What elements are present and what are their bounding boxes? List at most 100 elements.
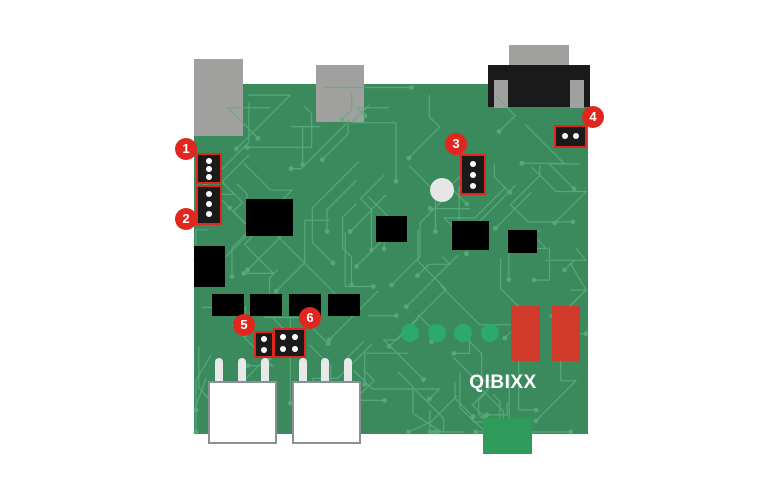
green-terminal-block [483,418,532,454]
jumper-2 [196,185,222,225]
jumper-1 [196,153,222,184]
jumper-3 [460,154,486,195]
trace-via [492,225,498,231]
trace-via [386,344,392,349]
marker-badge-3: 3 [445,133,467,155]
circuit-trace [521,124,566,164]
circuit-trace [247,105,313,148]
chip-main [246,199,293,236]
circuit-trace [236,94,292,150]
circuit-trace [547,163,580,190]
circuit-trace [486,402,508,416]
trace-via [349,282,354,288]
circuit-trace [326,179,358,232]
circuit-trace [370,194,387,251]
trace-via [347,229,353,234]
db-connector-leg-right-overlay [570,80,584,108]
circuit-trace [226,107,270,139]
trace-via [229,274,235,279]
top-left-connector-overlay [194,59,243,136]
circuit-trace [355,107,389,117]
circuit-trace [275,219,330,292]
trace-via [339,117,345,122]
brand-label: QIBIXX [469,372,537,393]
trace-via [330,260,336,266]
trace-via [406,429,411,435]
circuit-trace [531,166,588,224]
marker-badge-6: 6 [299,307,321,329]
circuit-trace [195,354,212,411]
trace-via [193,407,199,413]
jumper-4 [554,125,587,148]
trace-via [451,351,457,356]
trace-via [354,264,360,269]
trace-via [435,429,440,435]
circuit-trace [364,352,409,385]
trace-via [533,418,539,424]
chip-right-1 [452,221,489,250]
trace-via [393,178,399,184]
trace-via [287,400,293,406]
trace-via [362,113,368,119]
circuit-trace [535,359,578,422]
trace-via [369,247,374,253]
circuit-trace [357,369,375,398]
circuit-trace [342,203,357,285]
circuit-trace [344,232,374,288]
trace-via [464,251,469,257]
circuit-trace [440,285,523,326]
chip-row-1 [212,294,244,316]
trace-via [427,396,432,402]
trace-via [393,313,399,319]
led-4 [481,324,499,342]
red-component-2 [552,306,580,361]
led-1 [401,324,419,342]
trace-via [326,337,332,343]
trace-via [241,271,247,276]
circuit-trace [408,94,441,159]
trace-via [193,429,199,435]
trace-via [506,277,512,283]
trace-via [245,267,250,273]
marker-badge-1: 1 [175,138,197,160]
trace-via [571,186,577,192]
led-3 [454,324,472,342]
circuit-trace [454,382,474,418]
trace-via [389,282,394,288]
circuit-trace [494,191,532,229]
trace-via [519,160,525,166]
trace-via [427,429,433,435]
trace-via [227,205,233,211]
circuit-trace [349,174,385,232]
trace-via [325,341,331,347]
circuit-trace [408,395,458,433]
marker-badge-5: 5 [233,314,255,336]
trace-via [382,398,388,403]
trace-via [409,85,415,90]
circuit-trace [311,160,360,264]
trace-via [496,129,502,135]
chip-right-2 [508,230,537,253]
circuit-trace [509,165,573,223]
led-2 [428,324,446,342]
trace-via [484,412,490,418]
circuit-trace [243,235,275,274]
terminal-left [208,358,277,444]
round-component [430,178,454,202]
trace-via [362,381,368,387]
trace-via [324,228,330,234]
circuit-trace [220,179,252,230]
circuit-trace [534,246,551,281]
trace-via [562,267,567,273]
chip-center [376,216,407,242]
circuit-trace [291,123,347,170]
circuit-trace [453,357,499,418]
circuit-trace [341,93,353,120]
jumper-6 [273,328,306,358]
trace-via [371,284,376,289]
circuit-trace [417,256,452,277]
db-connector-leg-left-overlay [494,80,508,108]
trace-via [245,363,251,369]
trace-via [583,331,589,337]
